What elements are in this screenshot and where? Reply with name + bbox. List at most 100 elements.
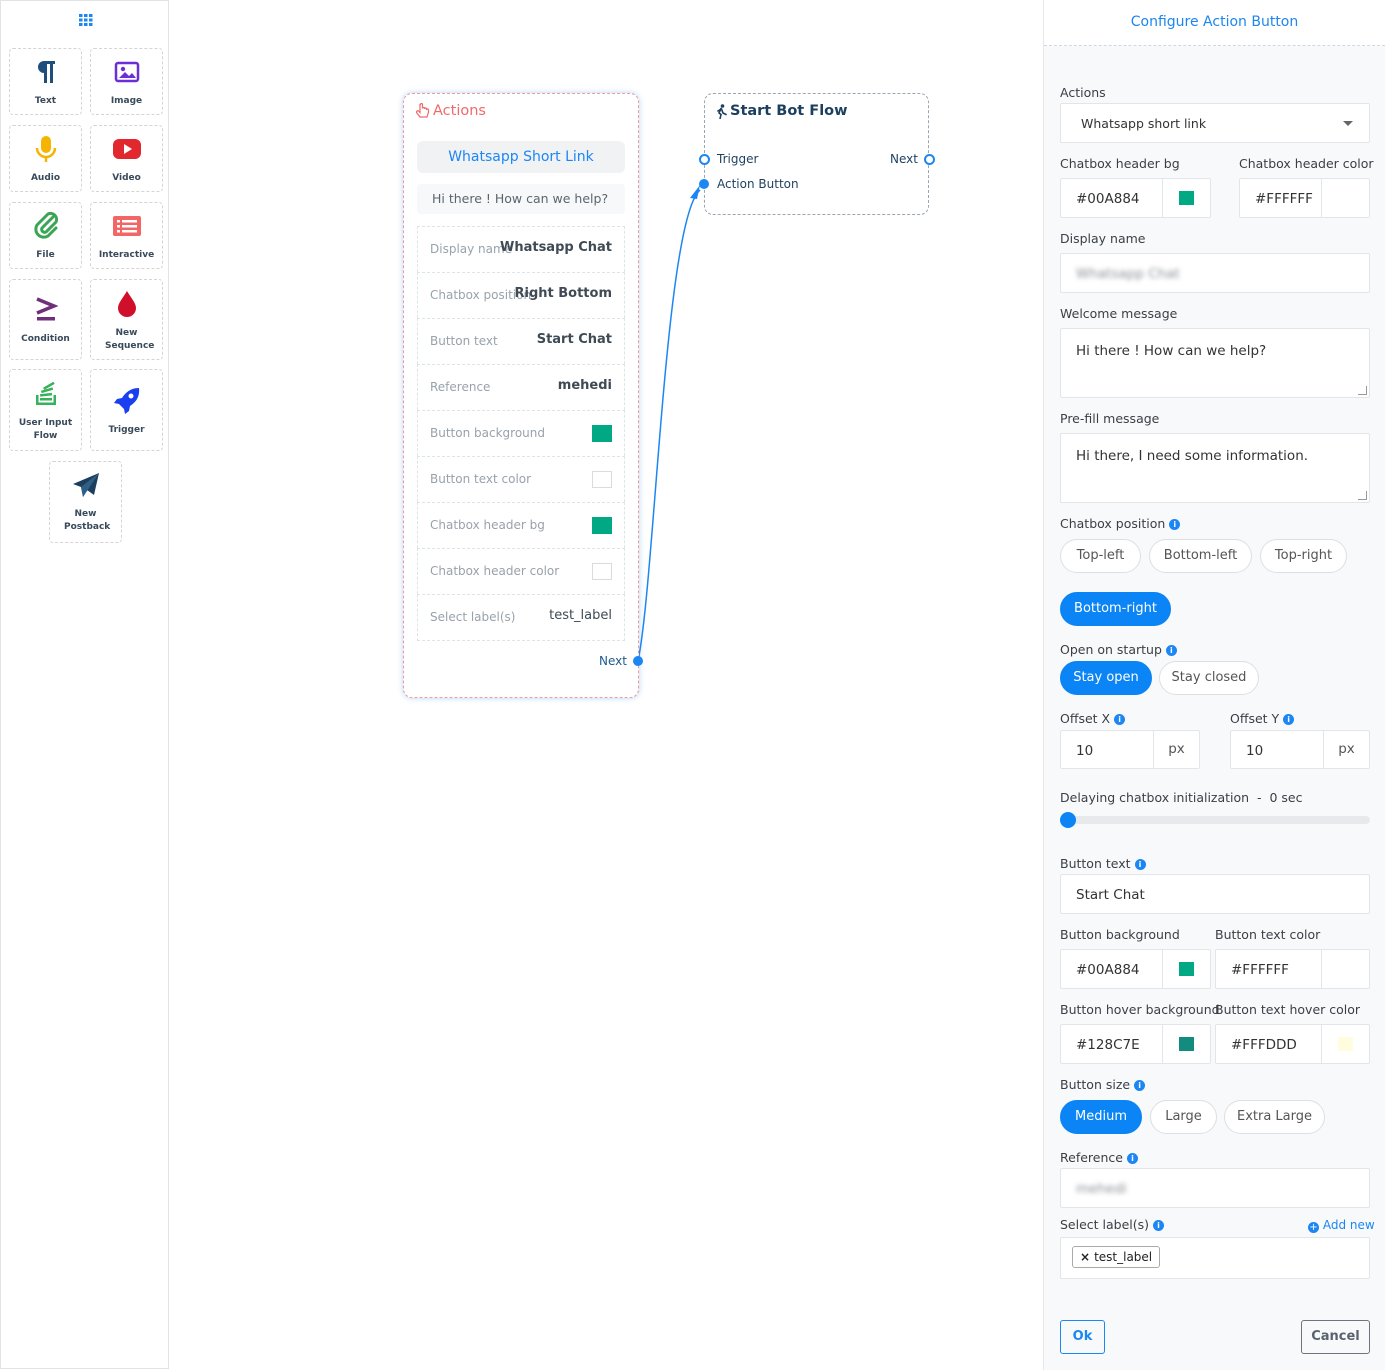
- offset-y-input[interactable]: 10 px: [1230, 730, 1370, 769]
- paper-plane-icon: [72, 473, 99, 497]
- welcome-textarea[interactable]: Hi there ! How can we help?: [1060, 328, 1370, 398]
- info-icon[interactable]: i: [1114, 714, 1126, 725]
- delay-slider-track[interactable]: [1060, 816, 1370, 824]
- tool-condition[interactable]: Condition: [9, 279, 82, 360]
- welcome-label: Welcome message: [1060, 306, 1178, 321]
- labels-label-text: Select label(s): [1060, 1217, 1150, 1232]
- prefill-label: Pre-fill message: [1060, 411, 1160, 426]
- trigger-port[interactable]: [699, 154, 710, 165]
- tool-label: Interactive: [98, 250, 155, 260]
- action-button-port[interactable]: [699, 179, 709, 189]
- hover-text-input[interactable]: #FFFDDD: [1215, 1024, 1370, 1064]
- start-bot-flow-node[interactable]: [704, 93, 929, 215]
- hover-text-label: Button text hover color: [1215, 1002, 1361, 1017]
- labels-label: Select label(s)i: [1060, 1217, 1165, 1232]
- info-icon[interactable]: i: [1134, 1080, 1146, 1091]
- header-bg-color-picker[interactable]: [1162, 179, 1210, 217]
- tool-interactive[interactable]: Interactive: [90, 202, 163, 269]
- plus-circle-icon: +: [1308, 1222, 1319, 1233]
- tool-user-input-flow[interactable]: User Input Flow: [9, 369, 82, 451]
- button-text-color-input[interactable]: #FFFFFF: [1215, 949, 1370, 989]
- header-bg-value: #00A884: [1076, 191, 1140, 207]
- ok-button[interactable]: Ok: [1060, 1320, 1105, 1354]
- tool-label: Video: [112, 173, 141, 183]
- tool-label: Image: [110, 96, 143, 106]
- tool-audio[interactable]: Audio: [9, 125, 82, 192]
- prefill-textarea[interactable]: Hi there, I need some information.: [1060, 433, 1370, 503]
- size-medium[interactable]: Medium: [1060, 1100, 1142, 1134]
- size-extra-large[interactable]: Extra Large: [1224, 1100, 1325, 1134]
- paperclip-icon: [33, 211, 58, 239]
- tool-image[interactable]: Image: [90, 48, 163, 115]
- actions-node-title: Actions: [433, 103, 486, 119]
- position-bottom-left[interactable]: Bottom-left: [1149, 539, 1252, 573]
- add-new-label-link[interactable]: + Add new: [1308, 1218, 1375, 1233]
- header-color-input[interactable]: #FFFFFF: [1239, 178, 1370, 218]
- info-icon[interactable]: i: [1134, 859, 1146, 870]
- bot-flow-next-port[interactable]: [924, 154, 935, 165]
- button-text-input[interactable]: Start Chat: [1060, 874, 1370, 914]
- tool-video[interactable]: Video: [90, 125, 163, 192]
- row-key: Button text color: [430, 472, 532, 486]
- grid-icon[interactable]: [79, 14, 93, 26]
- button-bg-input[interactable]: #00A884: [1060, 949, 1211, 989]
- cancel-button[interactable]: Cancel: [1301, 1320, 1370, 1354]
- header-color-picker[interactable]: [1321, 179, 1369, 217]
- whatsapp-link-button[interactable]: Whatsapp Short Link: [417, 141, 625, 173]
- color-swatch: [592, 517, 612, 534]
- start-bot-flow-title: Start Bot Flow: [730, 103, 848, 119]
- labels-select[interactable]: ×test_label: [1060, 1237, 1370, 1279]
- offset-y-value: 10: [1246, 743, 1264, 759]
- position-top-left[interactable]: Top-left: [1060, 539, 1141, 573]
- reference-value: mehedi: [1076, 1181, 1127, 1197]
- position-top-right[interactable]: Top-right: [1260, 539, 1347, 573]
- info-icon[interactable]: i: [1126, 1153, 1138, 1164]
- actions-next-port[interactable]: [633, 656, 643, 666]
- stack-icon: [35, 382, 56, 405]
- tool-file[interactable]: File: [9, 202, 82, 269]
- remove-tag-icon[interactable]: ×: [1080, 1250, 1091, 1264]
- reference-input[interactable]: mehedi: [1060, 1168, 1370, 1208]
- header-color-value: #FFFFFF: [1255, 191, 1313, 207]
- button-text-color-picker[interactable]: [1321, 950, 1369, 988]
- tool-trigger[interactable]: Trigger: [90, 369, 163, 451]
- actions-select[interactable]: Whatsapp short link: [1060, 103, 1370, 143]
- offset-y-unit: px: [1323, 731, 1369, 768]
- display-name-input[interactable]: Whatsapp Chat: [1060, 253, 1370, 293]
- row-value: test_label: [549, 608, 612, 623]
- position-bottom-right[interactable]: Bottom-right: [1060, 592, 1171, 626]
- hover-bg-color-picker[interactable]: [1162, 1025, 1210, 1063]
- startup-stay-closed[interactable]: Stay closed: [1159, 661, 1259, 695]
- info-icon[interactable]: i: [1283, 714, 1295, 725]
- resize-handle-icon[interactable]: [1358, 386, 1367, 395]
- tool-new-sequence[interactable]: New Sequence: [90, 279, 163, 360]
- info-icon[interactable]: i: [1165, 645, 1177, 656]
- button-bg-color-picker[interactable]: [1162, 950, 1210, 988]
- startup-stay-open[interactable]: Stay open: [1060, 661, 1152, 695]
- tool-new-postback[interactable]: New Postback: [49, 461, 122, 543]
- row-key: Chatbox position: [430, 288, 532, 302]
- info-icon[interactable]: i: [1169, 519, 1181, 530]
- panel-title: Configure Action Button: [1130, 14, 1299, 30]
- tool-text[interactable]: Text: [9, 48, 82, 115]
- walking-icon: [717, 104, 727, 119]
- delay-slider-thumb[interactable]: [1060, 812, 1076, 828]
- trigger-label: Trigger: [717, 152, 759, 166]
- info-icon[interactable]: i: [1153, 1220, 1165, 1231]
- rocket-icon: [113, 388, 139, 414]
- prefill-value: Hi there, I need some information.: [1076, 448, 1309, 464]
- offset-x-input[interactable]: 10 px: [1060, 730, 1200, 769]
- size-large[interactable]: Large: [1150, 1100, 1217, 1134]
- row-chatbox-header-bg: Chatbox header bg: [417, 502, 625, 548]
- header-bg-input[interactable]: #00A884: [1060, 178, 1211, 218]
- list-icon: [112, 216, 141, 236]
- hover-text-color-picker[interactable]: [1321, 1025, 1369, 1063]
- hover-bg-value: #128C7E: [1076, 1037, 1140, 1053]
- resize-handle-icon[interactable]: [1358, 491, 1367, 500]
- hover-bg-input[interactable]: #128C7E: [1060, 1024, 1211, 1064]
